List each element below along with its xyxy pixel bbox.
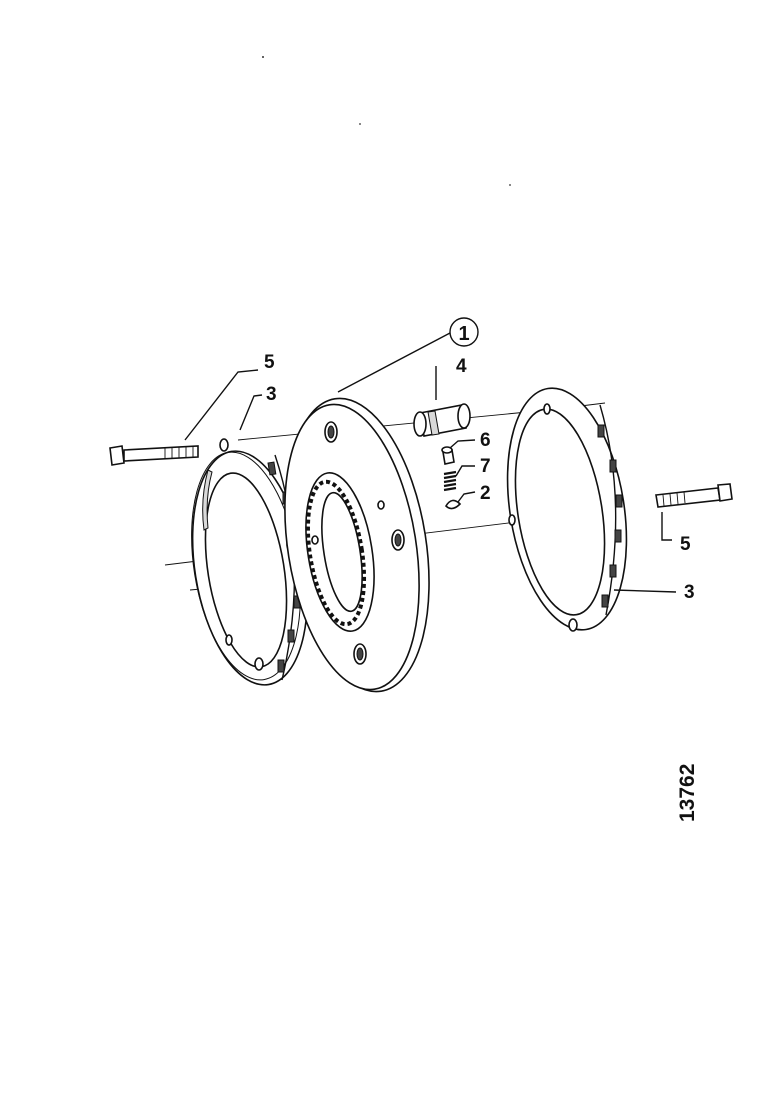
callout-2: 2 <box>480 483 491 504</box>
pin-sleeve <box>413 403 471 437</box>
callout-1-circle <box>449 317 479 347</box>
right-flange-ring <box>506 387 628 632</box>
detent-spring <box>443 470 457 492</box>
figure-number: 13762 <box>676 764 699 822</box>
callout-6: 6 <box>480 430 491 451</box>
leader-lines <box>184 332 677 593</box>
disc-bolt-holes <box>311 421 405 665</box>
right-ring-bolt-holes <box>508 403 578 632</box>
left-bolt <box>109 445 199 466</box>
left-flange-ring <box>191 438 309 686</box>
detent-plunger <box>441 446 455 465</box>
callout-5-right: 5 <box>680 534 691 555</box>
callout-3-left: 3 <box>266 384 277 405</box>
detent-ball <box>444 499 462 510</box>
scan-specks <box>262 56 511 186</box>
callout-5-left: 5 <box>264 352 275 373</box>
centre-hub-disc <box>284 397 430 693</box>
callout-3-right: 3 <box>684 582 695 603</box>
callout-1: 1 <box>458 323 469 345</box>
right-ring-teeth <box>597 424 623 608</box>
callout-7: 7 <box>480 456 491 477</box>
callout-4: 4 <box>456 356 467 377</box>
right-bolt <box>655 483 733 508</box>
